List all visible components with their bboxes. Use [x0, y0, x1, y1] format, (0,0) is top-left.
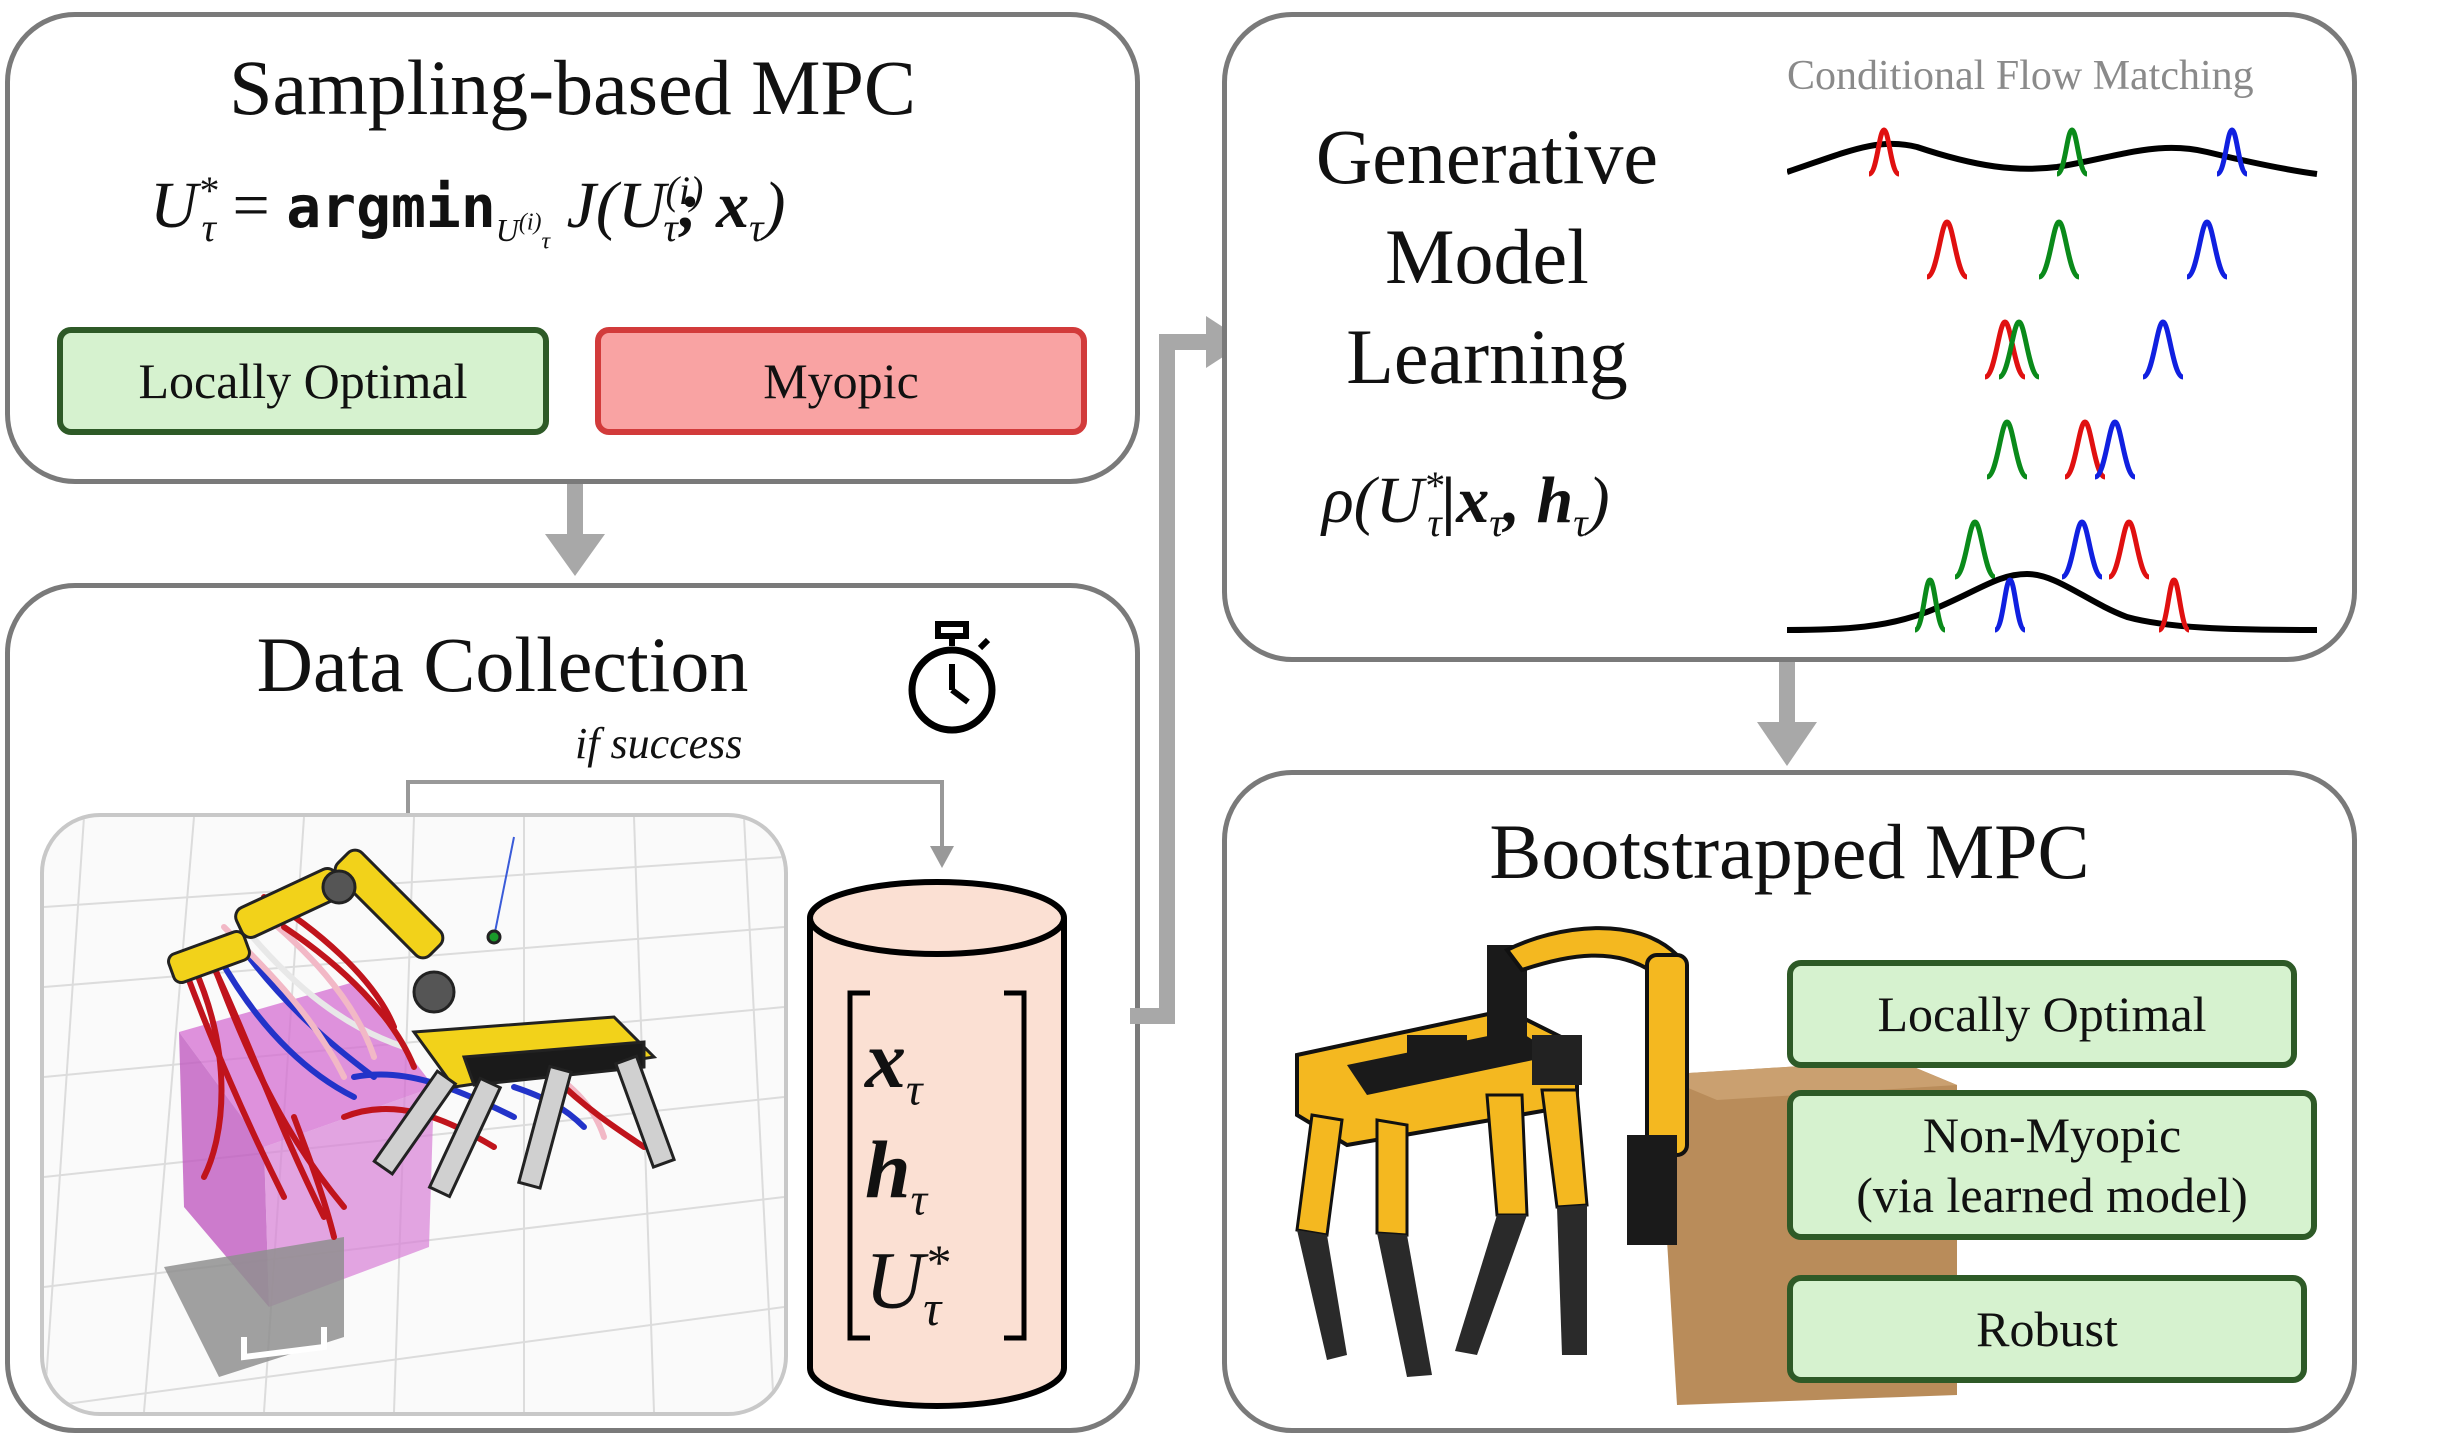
arrow-sampling-to-data: [545, 484, 605, 576]
robust-badge: Robust: [1787, 1275, 2307, 1383]
simulation-render: [44, 817, 784, 1412]
arrow-generative-to-bootstrapped: [1757, 662, 1817, 766]
bootstrapped-mpc-title: Bootstrapped MPC: [1489, 808, 2090, 895]
generative-panel: Generative Model Learning ρ(U*τ|xτ, hτ) …: [1222, 12, 2357, 662]
generative-title-line-3: Learning: [1346, 313, 1628, 400]
dataset-history-h: hτ: [865, 1124, 928, 1225]
bootstrapped-mpc-panel: Bootstrapped MPC Locally Optimal Non-Myo…: [1222, 770, 2357, 1433]
myopic-badge: Myopic: [595, 327, 1087, 435]
flow-matching-label: Conditional Flow Matching: [1787, 53, 2254, 99]
generative-title: Generative Model Learning: [1277, 107, 1697, 407]
non-myopic-badge: Non-Myopic (via learned model): [1787, 1090, 2317, 1240]
bootstrapped-locally-optimal-badge: Locally Optimal: [1787, 960, 2297, 1068]
dataset-control-u: U*τ: [865, 1234, 950, 1336]
stopwatch-icon: [908, 621, 996, 734]
sampling-mpc-panel: Sampling-based MPC U*τ = argminU(i)τ J(U…: [5, 12, 1140, 484]
data-collection-panel: Data Collection if success: [5, 583, 1140, 1433]
simulation-view: [40, 813, 788, 1416]
conditional-density: ρ(U*τ|xτ, hτ): [1322, 463, 1610, 546]
data-collection-title: Data Collection: [256, 621, 749, 708]
dataset-cylinder: [807, 879, 1067, 1409]
success-condition-label: if success: [575, 719, 743, 768]
flow-matching-plot: [1787, 127, 2318, 633]
dataset-state-x: xτ: [865, 1014, 923, 1115]
argmin-equation: U*τ = argminU(i)τ J(U(i)τ; xτ): [150, 168, 786, 255]
via-learned-model-label: (via learned model): [1856, 1167, 2248, 1223]
sampling-mpc-title: Sampling-based MPC: [229, 44, 916, 131]
gaussian-peaks: [1867, 127, 2249, 580]
locally-optimal-badge: Locally Optimal: [57, 327, 549, 435]
generative-title-line-1: Generative: [1315, 113, 1659, 200]
generative-title-line-2: Model: [1385, 213, 1589, 300]
non-myopic-label: Non-Myopic: [1922, 1107, 2182, 1163]
